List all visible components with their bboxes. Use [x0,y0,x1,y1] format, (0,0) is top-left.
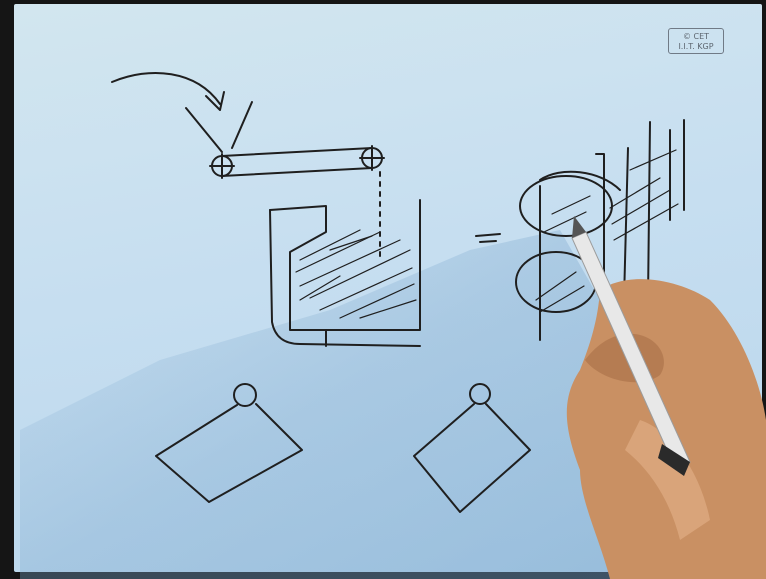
roller-upper [520,176,612,236]
conveyor-axle-left [210,154,234,178]
conveyor-belt-bottom [222,168,372,176]
hopper-left [186,108,222,152]
roller-top-arc [540,172,620,190]
screen-bar-1 [624,148,628,300]
ground-mark [476,234,500,242]
hopper-right [232,102,252,148]
conveyor-belt-top [222,148,372,156]
screen-bar-2 [648,122,650,300]
hand-with-pen [567,216,766,579]
hand-shadow [20,230,610,579]
conveyor-axle-right [360,146,384,170]
roller-tick [596,154,604,172]
arrow-head [206,92,224,110]
arrow-curve [112,73,220,104]
